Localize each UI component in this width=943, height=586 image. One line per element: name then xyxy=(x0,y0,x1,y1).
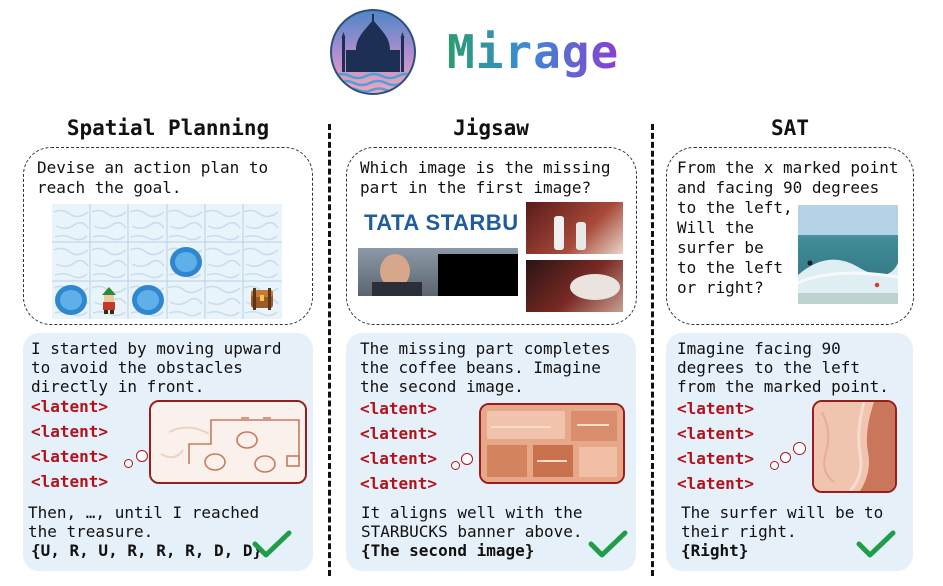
player-elf-icon xyxy=(102,287,116,314)
latent-token: <latent> xyxy=(31,472,109,491)
question-text-jigsaw: Which image is the missing part in the f… xyxy=(360,158,611,197)
latent-token: <latent> xyxy=(360,449,438,468)
thought-bubble-dot xyxy=(124,459,133,468)
latent-token: <latent> xyxy=(31,447,109,466)
reasoning-outro-sat: The surfer will be to their right. xyxy=(681,503,884,541)
ice-hole-icon xyxy=(170,247,202,277)
thought-bubble-dot xyxy=(451,461,460,470)
latent-visual-thought-sat xyxy=(812,400,897,493)
question-text-spatial: Devise an action plan to reach the goal. xyxy=(37,158,269,197)
reasoning-outro-spatial: Then, …, until I reached the treasure. xyxy=(28,503,260,541)
checkmark-icon xyxy=(588,530,628,558)
question-text-sat-intro: From the x marked point and facing 90 de… xyxy=(677,158,899,217)
latent-token: <latent> xyxy=(360,474,438,493)
thought-bubble-dot xyxy=(136,450,148,462)
surfer-photo xyxy=(798,205,898,304)
thought-bubble-dot xyxy=(770,461,779,470)
reasoning-outro-jigsaw: It aligns well with the STARBUCKS banner… xyxy=(361,503,583,541)
surfer-figure xyxy=(807,260,813,266)
latent-token: <latent> xyxy=(360,424,438,443)
latent-token: <latent> xyxy=(677,424,755,443)
mosque-logo-icon xyxy=(330,9,416,95)
app-title: Mirage xyxy=(447,22,619,82)
latent-token: <latent> xyxy=(677,449,755,468)
column-title-spatial-planning: Spatial Planning xyxy=(66,116,270,140)
latent-token: <latent> xyxy=(677,399,755,418)
answer-jigsaw: {The second image} xyxy=(361,541,535,560)
ice-hole-icon xyxy=(55,285,87,315)
checkmark-icon xyxy=(856,530,896,558)
reasoning-intro-sat: Imagine facing 90 degrees to the left fr… xyxy=(677,339,889,396)
jigsaw-option-image-1 xyxy=(526,202,623,254)
reasoning-intro-jigsaw: The missing part completes the coffee be… xyxy=(360,339,611,396)
answer-sat: {Right} xyxy=(681,541,749,560)
latent-token: <latent> xyxy=(31,422,109,441)
jigsaw-option-image-2 xyxy=(526,260,623,312)
thought-bubble-dot xyxy=(461,453,473,465)
missing-piece-area xyxy=(438,254,518,296)
thought-bubble-dot xyxy=(793,442,806,455)
latent-token: <latent> xyxy=(360,399,438,418)
latent-visual-thought-maze xyxy=(149,400,307,484)
column-divider xyxy=(328,124,331,576)
reasoning-intro-spatial: I started by moving upward to avoid the … xyxy=(31,339,282,396)
jigsaw-main-image: TATA STARBUCKS xyxy=(358,206,518,296)
starbucks-banner-text: TATA STARBUCKS xyxy=(364,210,518,235)
question-text-sat-rest: Will the surfer be to the left or right? xyxy=(677,218,783,297)
column-title-jigsaw: Jigsaw xyxy=(453,116,529,140)
latent-token: <latent> xyxy=(677,474,755,493)
thought-bubble-dot xyxy=(780,452,791,463)
maze-grid-image xyxy=(52,204,282,319)
ice-hole-icon xyxy=(132,285,164,315)
column-divider xyxy=(651,124,654,576)
latent-token: <latent> xyxy=(31,397,109,416)
latent-visual-thought-jigsaw xyxy=(479,403,625,484)
checkmark-icon xyxy=(252,530,292,558)
answer-spatial: {U, R, U, R, R, R, D, D} xyxy=(31,541,263,560)
marked-point xyxy=(874,282,880,288)
column-title-sat: SAT xyxy=(771,116,809,140)
treasure-chest-icon xyxy=(251,288,273,310)
